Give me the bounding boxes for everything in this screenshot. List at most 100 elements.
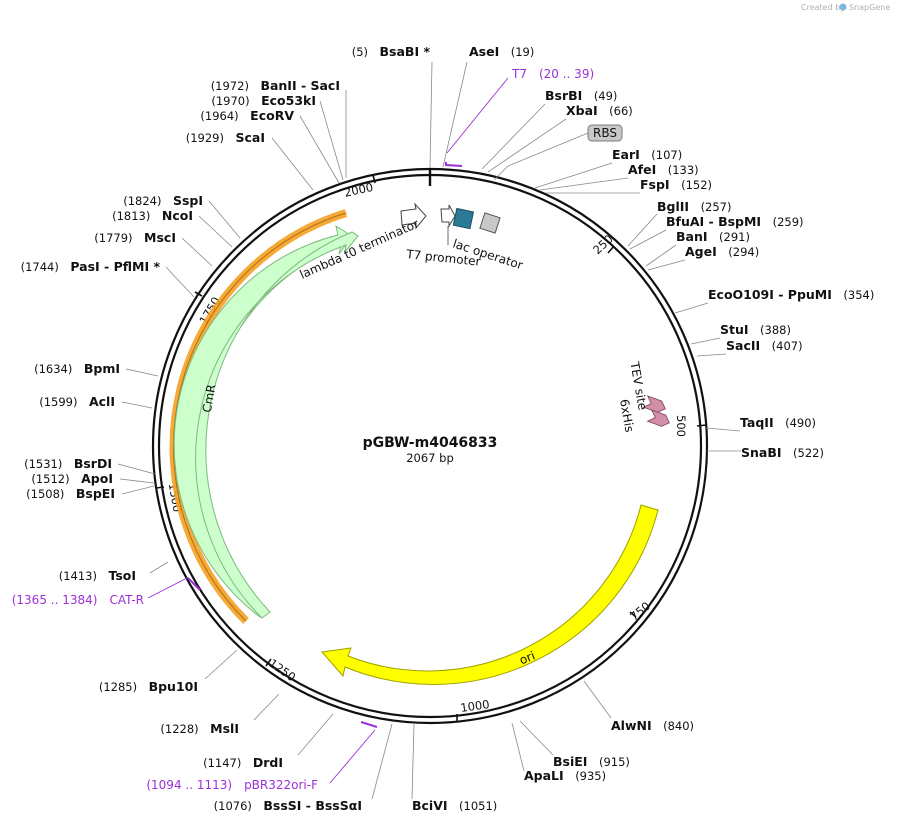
site-position: (259) bbox=[773, 215, 804, 229]
restriction-site[interactable]: (1512) ApoI bbox=[31, 471, 155, 486]
site-label: (1964) EcoRV bbox=[200, 108, 294, 123]
site-gap bbox=[368, 45, 380, 59]
site-leader-line bbox=[121, 401, 153, 409]
restriction-site[interactable]: EarI (107) bbox=[534, 147, 682, 189]
restriction-site[interactable]: (1972) BanII - SacI bbox=[211, 78, 347, 178]
restriction-site[interactable]: StuI (388) bbox=[690, 322, 791, 345]
site-gap bbox=[708, 230, 720, 244]
restriction-site[interactable]: (5) BsaBI * bbox=[352, 44, 433, 169]
his-tag-label: 6xHis bbox=[617, 398, 637, 433]
site-label: SnaBI (522) bbox=[741, 445, 824, 460]
primer-label-group[interactable]: T7 (20 .. 39) bbox=[446, 67, 594, 154]
site-enzyme-name: BssSI - BssSαI bbox=[263, 798, 362, 813]
his-tag-arrow[interactable] bbox=[646, 409, 672, 428]
restriction-site[interactable]: (1228) MslI bbox=[160, 693, 280, 736]
site-enzyme-name: BciVI bbox=[412, 798, 448, 813]
cat-r-primer-marker[interactable] bbox=[187, 577, 201, 591]
lac-operator-box[interactable] bbox=[452, 207, 475, 230]
restriction-site[interactable]: (1813) NcoI bbox=[112, 208, 233, 248]
primer-name: CAT-R bbox=[109, 593, 144, 607]
restriction-site[interactable]: (1076) BssSI - BssSαI bbox=[214, 723, 393, 813]
site-enzyme-name: EcoRV bbox=[250, 108, 294, 123]
lambda-t0-terminator-arrow[interactable] bbox=[400, 202, 427, 230]
credit-brand: SnapGene bbox=[849, 3, 890, 12]
restriction-site[interactable]: (1744) PasI - PflMI * bbox=[21, 259, 195, 298]
tick-label-750: 750 bbox=[627, 599, 653, 624]
rbs-box[interactable] bbox=[479, 212, 501, 234]
primer-label-group[interactable]: (1094 .. 1113) pBR322ori-F bbox=[146, 729, 376, 792]
tick-label-2000: 2000 bbox=[343, 180, 375, 200]
site-gap bbox=[656, 163, 668, 177]
site-leader-line bbox=[534, 162, 613, 189]
tick-mark bbox=[372, 174, 376, 184]
site-position: (1599) bbox=[39, 395, 77, 409]
site-enzyme-name: Bpu10I bbox=[149, 679, 198, 694]
restriction-site[interactable]: TaqII (490) bbox=[705, 415, 816, 432]
restriction-site[interactable]: (1970) Eco53kI bbox=[211, 93, 344, 181]
site-gap bbox=[59, 260, 71, 274]
site-position: (1051) bbox=[459, 799, 497, 813]
primer-leader-line bbox=[446, 77, 509, 154]
restriction-site[interactable]: (1599) AclI bbox=[39, 394, 153, 409]
site-gap bbox=[587, 755, 599, 769]
restriction-site[interactable]: (1531) BsrDI bbox=[24, 456, 156, 475]
restriction-site[interactable]: ApaLI (935) bbox=[511, 722, 606, 783]
site-enzyme-name: BsrBI bbox=[545, 88, 582, 103]
restriction-site[interactable]: (1285) Bpu10I bbox=[99, 649, 238, 694]
site-leader-line bbox=[487, 118, 567, 173]
primer-label-group[interactable]: (1365 .. 1384) CAT-R bbox=[12, 577, 188, 607]
site-leader-line bbox=[583, 680, 612, 719]
restriction-site[interactable]: (1413) TsoI bbox=[59, 561, 169, 583]
site-position: (1531) bbox=[24, 457, 62, 471]
restriction-site[interactable]: (1634) BpmI bbox=[34, 361, 159, 377]
site-label: (1634) BpmI bbox=[34, 361, 120, 376]
site-enzyme-name: ApaLI bbox=[524, 768, 564, 783]
cmr-highlight-line bbox=[173, 212, 347, 622]
t7-primer-marker[interactable] bbox=[445, 162, 463, 167]
snapgene-credit: Created by SnapGene bbox=[801, 3, 890, 12]
ori-feature-arrow[interactable] bbox=[321, 504, 659, 685]
site-position: (354) bbox=[843, 288, 874, 302]
restriction-site[interactable]: AseI (19) bbox=[442, 44, 534, 168]
restriction-site[interactable]: BglII (257) bbox=[627, 199, 732, 247]
restriction-site[interactable]: SacII (407) bbox=[696, 338, 803, 357]
restriction-site[interactable]: (1964) EcoRV bbox=[200, 108, 340, 184]
site-leader-line bbox=[319, 100, 344, 181]
restriction-site[interactable]: BsiEI (915) bbox=[519, 720, 630, 769]
primer-range: (1365 .. 1384) bbox=[12, 593, 98, 607]
site-gap bbox=[161, 194, 173, 208]
site-label: AgeI (294) bbox=[685, 244, 759, 259]
restriction-site[interactable]: EcoO109I - PpuMI (354) bbox=[674, 287, 874, 314]
restriction-site[interactable]: FspI (152) bbox=[546, 177, 712, 194]
restriction-site[interactable]: (1508) BspEI bbox=[26, 485, 155, 501]
pbr322ori-f-primer-marker[interactable] bbox=[360, 721, 378, 728]
restriction-site[interactable]: AlwNI (840) bbox=[583, 680, 694, 733]
restriction-site[interactable]: AgeI (294) bbox=[647, 244, 759, 271]
restriction-site[interactable]: (1779) MscI bbox=[94, 230, 213, 267]
primer-range: (20 .. 39) bbox=[539, 67, 594, 81]
site-position: (1076) bbox=[214, 799, 252, 813]
restriction-site[interactable]: (1824) SspI bbox=[123, 193, 241, 239]
restriction-site[interactable]: AfeI (133) bbox=[539, 162, 699, 191]
site-position: (1970) bbox=[211, 94, 249, 108]
restriction-site[interactable]: (1929) ScaI bbox=[186, 130, 314, 191]
primer-label: (1094 .. 1113) pBR322ori-F bbox=[146, 778, 318, 792]
center-title: pGBW-m4046833 2067 bp bbox=[363, 435, 498, 465]
primer-gap bbox=[232, 778, 244, 792]
restriction-site[interactable]: XbaI (66) bbox=[487, 103, 633, 173]
restriction-site[interactable]: BanI (291) bbox=[645, 229, 750, 267]
restriction-site[interactable]: BciVI (1051) bbox=[411, 723, 497, 813]
site-gap bbox=[249, 79, 261, 93]
restriction-site[interactable]: BfuAI - BspMI (259) bbox=[629, 214, 804, 250]
tick-mark bbox=[155, 486, 165, 489]
restriction-site[interactable]: (1147) DrdI bbox=[203, 713, 334, 770]
cmr-feature-body[interactable] bbox=[195, 231, 359, 619]
restriction-site[interactable]: SnaBI (522) bbox=[707, 445, 824, 460]
restriction-site[interactable]: BsrBI (49) bbox=[481, 88, 617, 170]
t7-promoter-arrow[interactable] bbox=[440, 204, 456, 228]
site-enzyme-name: BsaBI * bbox=[380, 44, 431, 59]
site-gap bbox=[72, 362, 84, 376]
cmr-label: CmR bbox=[200, 383, 219, 413]
site-gap bbox=[782, 446, 794, 460]
